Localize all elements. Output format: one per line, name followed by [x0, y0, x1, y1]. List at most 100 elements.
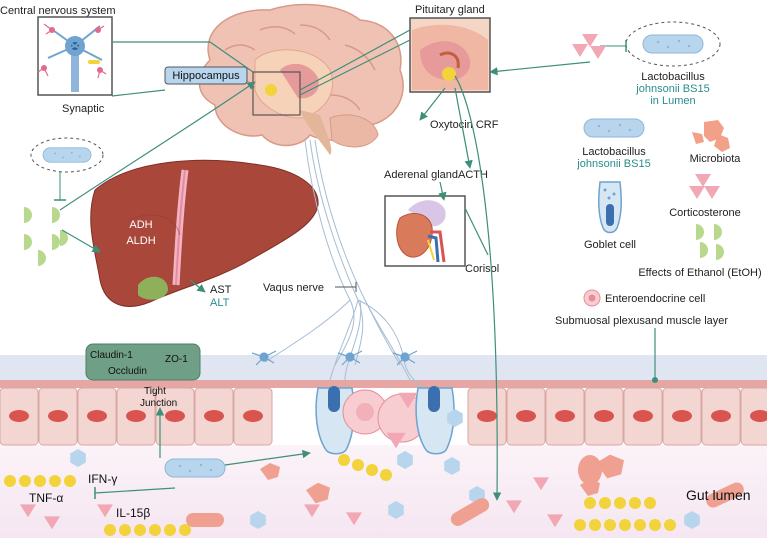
cytokine-particle	[589, 519, 601, 531]
cytokine-particle	[149, 524, 161, 536]
cytokine-particle	[644, 497, 656, 509]
adrenal-panel	[384, 195, 466, 267]
cytokine-particle	[619, 519, 631, 531]
gut-lumen-label: Gut lumen	[686, 487, 751, 503]
lumen-bacteria-name: Lactobacillus	[641, 71, 705, 83]
tight-junction-box: Claudin-1 ZO-1 Occludin	[85, 343, 201, 381]
pituitary-dot	[265, 84, 277, 96]
cytokine-particle	[352, 459, 364, 471]
legend-submucosal-label: Submuosal plexusand muscle layer	[555, 315, 728, 327]
hippocampus-tag	[164, 66, 248, 85]
il15-label: IL-15β	[116, 506, 150, 520]
legend-microbiota-label: Microbiota	[690, 153, 742, 165]
aldh-label: ALDH	[126, 235, 155, 247]
bacteria-lumen-center	[164, 458, 226, 478]
cytokine-particle	[664, 519, 676, 531]
cytokine-particle	[574, 519, 586, 531]
cell-nucleus	[204, 410, 224, 422]
cytokine-particle	[4, 475, 16, 487]
cytokine-particle	[64, 475, 76, 487]
cytokine-particle	[629, 497, 641, 509]
cell-nucleus	[477, 410, 497, 422]
microbiota-particle	[578, 455, 602, 485]
corticosterone-particle	[44, 516, 60, 530]
cytokine-particle	[134, 524, 146, 536]
corticosterone-particle	[304, 504, 320, 518]
pituitary-panel	[409, 17, 491, 93]
cell-nucleus	[243, 410, 263, 422]
ethanol-cluster-left	[24, 207, 68, 266]
pathway-arrows	[59, 29, 591, 501]
acth-label: ACTH	[458, 169, 488, 181]
tight-label: Tight	[144, 386, 166, 397]
zo1-label: ZO-1	[165, 354, 188, 365]
cell-nucleus	[594, 410, 614, 422]
legend-corticosterone-icon	[689, 174, 720, 199]
legend-ethanol-icon	[696, 224, 724, 260]
corticosterone-particle	[533, 477, 549, 491]
lumen-contents	[4, 409, 744, 536]
corticosterone-particle	[346, 512, 362, 526]
legend-goblet-icon	[598, 181, 622, 234]
bacteria-blocker-cns	[30, 137, 104, 201]
legend-ethanol-label: Effects of Ethanol (EtOH)	[638, 267, 761, 279]
lumen-bacteria-location: in Lumen	[650, 95, 695, 107]
cns-panel: Central nervous system Synaptic	[0, 5, 116, 115]
legend-enteroendocrine-label: Enteroendocrine cell	[605, 293, 705, 305]
microbiota-particle	[580, 479, 600, 496]
cytokine-particle	[164, 524, 176, 536]
corticosterone-particle	[97, 504, 113, 518]
cell-nucleus	[87, 410, 107, 422]
cns-label: Central nervous system	[0, 5, 116, 17]
legend-goblet-label: Goblet cell	[584, 239, 636, 251]
cytokine-particle	[119, 524, 131, 536]
alt-label: ALT	[210, 297, 230, 309]
microbiota-particle	[450, 498, 490, 526]
liver-illustration	[90, 159, 319, 307]
cytokine-particle	[649, 519, 661, 531]
cell-nucleus	[633, 410, 653, 422]
cytokine-particle	[380, 469, 392, 481]
tnf-label: TNF-α	[29, 491, 63, 505]
hexagon-particle	[684, 511, 700, 529]
hexagon-particle	[70, 449, 86, 467]
microbiota-particle	[260, 463, 280, 480]
cytokine-particle	[604, 519, 616, 531]
cytokine-particle	[19, 475, 31, 487]
legend-enteroendocrine-icon	[583, 289, 601, 307]
cell-nucleus	[711, 410, 731, 422]
pituitary-label: Pituitary gland	[415, 4, 485, 16]
cytokine-particle	[338, 454, 350, 466]
cell-nucleus	[750, 410, 767, 422]
cytokine-particle	[104, 524, 116, 536]
cell-nucleus	[48, 410, 68, 422]
hexagon-particle	[388, 501, 404, 519]
hippocampus-label: Hippocampus	[172, 70, 240, 82]
microbiota-particle	[706, 482, 744, 508]
cell-nucleus	[555, 410, 575, 422]
corisol-label: Corisol	[465, 263, 499, 275]
legend-lactobacillus-icon	[583, 118, 645, 138]
cytokine-particle	[34, 475, 46, 487]
microbiota-particle	[186, 513, 224, 527]
cytokine-particle	[49, 475, 61, 487]
junction-label: Junction	[140, 398, 177, 409]
epithelial-cell-row	[0, 387, 767, 446]
hexagon-particle	[397, 451, 413, 469]
vagus-nerve-label: Vaqus nerve	[263, 282, 324, 294]
hexagon-particle	[447, 409, 463, 427]
submucosal-neurons	[251, 350, 418, 366]
cytokine-particle	[366, 464, 378, 476]
corticosterone-particle	[20, 504, 36, 518]
cell-nucleus	[165, 410, 185, 422]
microbiota-particle	[596, 454, 624, 479]
lumen-bacteria-group: Lactobacillus johnsonii BS15 in Lumen	[572, 21, 721, 107]
cytokine-particle	[584, 497, 596, 509]
ifn-label: IFN-γ	[88, 472, 117, 486]
legend-microbiota-icon	[692, 120, 730, 152]
neuron-icon	[37, 23, 107, 92]
legend-corticosterone-label: Corticosterone	[669, 207, 741, 219]
claudin-label: Claudin-1	[90, 350, 133, 361]
lumen-bacteria-strain: johnsonii BS15	[635, 83, 709, 95]
